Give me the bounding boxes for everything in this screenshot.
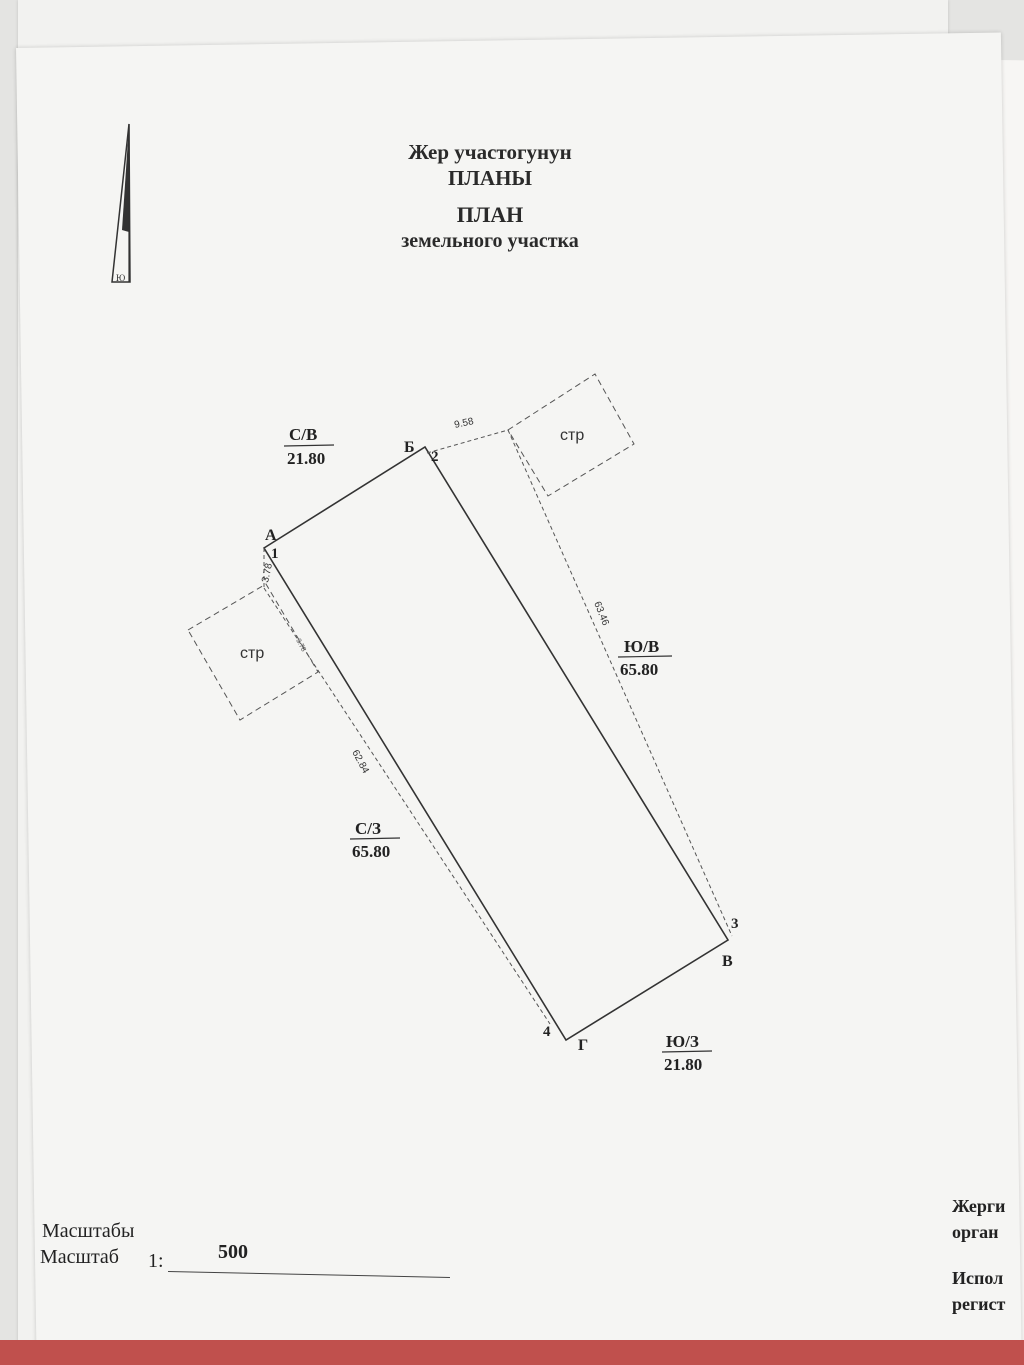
vertex-g-letter: Г bbox=[578, 1037, 588, 1054]
measure-top-gap: 9.58 bbox=[453, 416, 475, 431]
svg-text:65.80: 65.80 bbox=[352, 842, 390, 861]
svg-text:С/З: С/З bbox=[355, 819, 381, 838]
svg-text:21.80: 21.80 bbox=[287, 449, 325, 468]
north-arrow-icon: Ю bbox=[111, 123, 131, 283]
title-kyrgyz-line2: ПЛАНЫ bbox=[447, 166, 533, 190]
svg-text:Ю/З: Ю/З bbox=[666, 1032, 699, 1051]
vertex-v-letter: В bbox=[722, 953, 733, 970]
structure-top-label: стр bbox=[560, 427, 584, 444]
structure-left bbox=[187, 583, 319, 721]
red-cover-edge bbox=[0, 1340, 1024, 1365]
svg-text:21.80: 21.80 bbox=[664, 1055, 702, 1074]
scale-prefix: 1: bbox=[148, 1250, 164, 1272]
structure-left-label: стр bbox=[240, 645, 264, 662]
right-page-text-3: Испол bbox=[952, 1268, 1004, 1288]
svg-text:С/В: С/В bbox=[289, 425, 317, 444]
vertex-a-number: 1 bbox=[271, 546, 279, 562]
side-label-sw-short: Ю/З 21.80 bbox=[661, 1032, 713, 1074]
parcel-boundary bbox=[262, 445, 730, 1042]
vertex-b-number: 2 bbox=[431, 449, 439, 465]
measure-left-small: 3.78 bbox=[294, 638, 307, 653]
title-russian-line2: земельного участка bbox=[401, 230, 579, 252]
scale-value: 500 bbox=[218, 1241, 248, 1263]
vertex-g-number: 4 bbox=[543, 1024, 551, 1040]
measure-left-gap: 3.78 bbox=[260, 562, 275, 584]
right-page-text-1: Жерги bbox=[952, 1196, 1006, 1216]
svg-text:65.80: 65.80 bbox=[620, 660, 658, 679]
title-kyrgyz-line1: Жер участогунун bbox=[408, 140, 572, 164]
vertex-v-number: 3 bbox=[731, 916, 739, 932]
survey-dashed-lines bbox=[263, 429, 733, 1025]
measure-left-diagonal: 62.84 bbox=[349, 748, 371, 776]
vertex-a-letter: А bbox=[265, 527, 277, 544]
right-page-text-2: орган bbox=[952, 1222, 999, 1242]
svg-text:Ю/В: Ю/В bbox=[624, 637, 659, 656]
title-russian-line1: ПЛАН bbox=[456, 202, 524, 227]
side-label-nw-long: С/З 65.80 bbox=[349, 819, 401, 861]
side-label-nw-short: С/В 21.80 bbox=[283, 425, 335, 468]
scale-label-russian: Масштаб bbox=[40, 1246, 119, 1268]
side-label-se-long: Ю/В 65.80 bbox=[617, 637, 673, 679]
vertex-b-letter: Б bbox=[404, 439, 415, 456]
compass-label: Ю bbox=[116, 273, 125, 283]
right-page-text-4: регист bbox=[952, 1294, 1006, 1314]
structure-top bbox=[507, 373, 635, 497]
scale-label-kyrgyz: Масштабы bbox=[42, 1220, 135, 1242]
